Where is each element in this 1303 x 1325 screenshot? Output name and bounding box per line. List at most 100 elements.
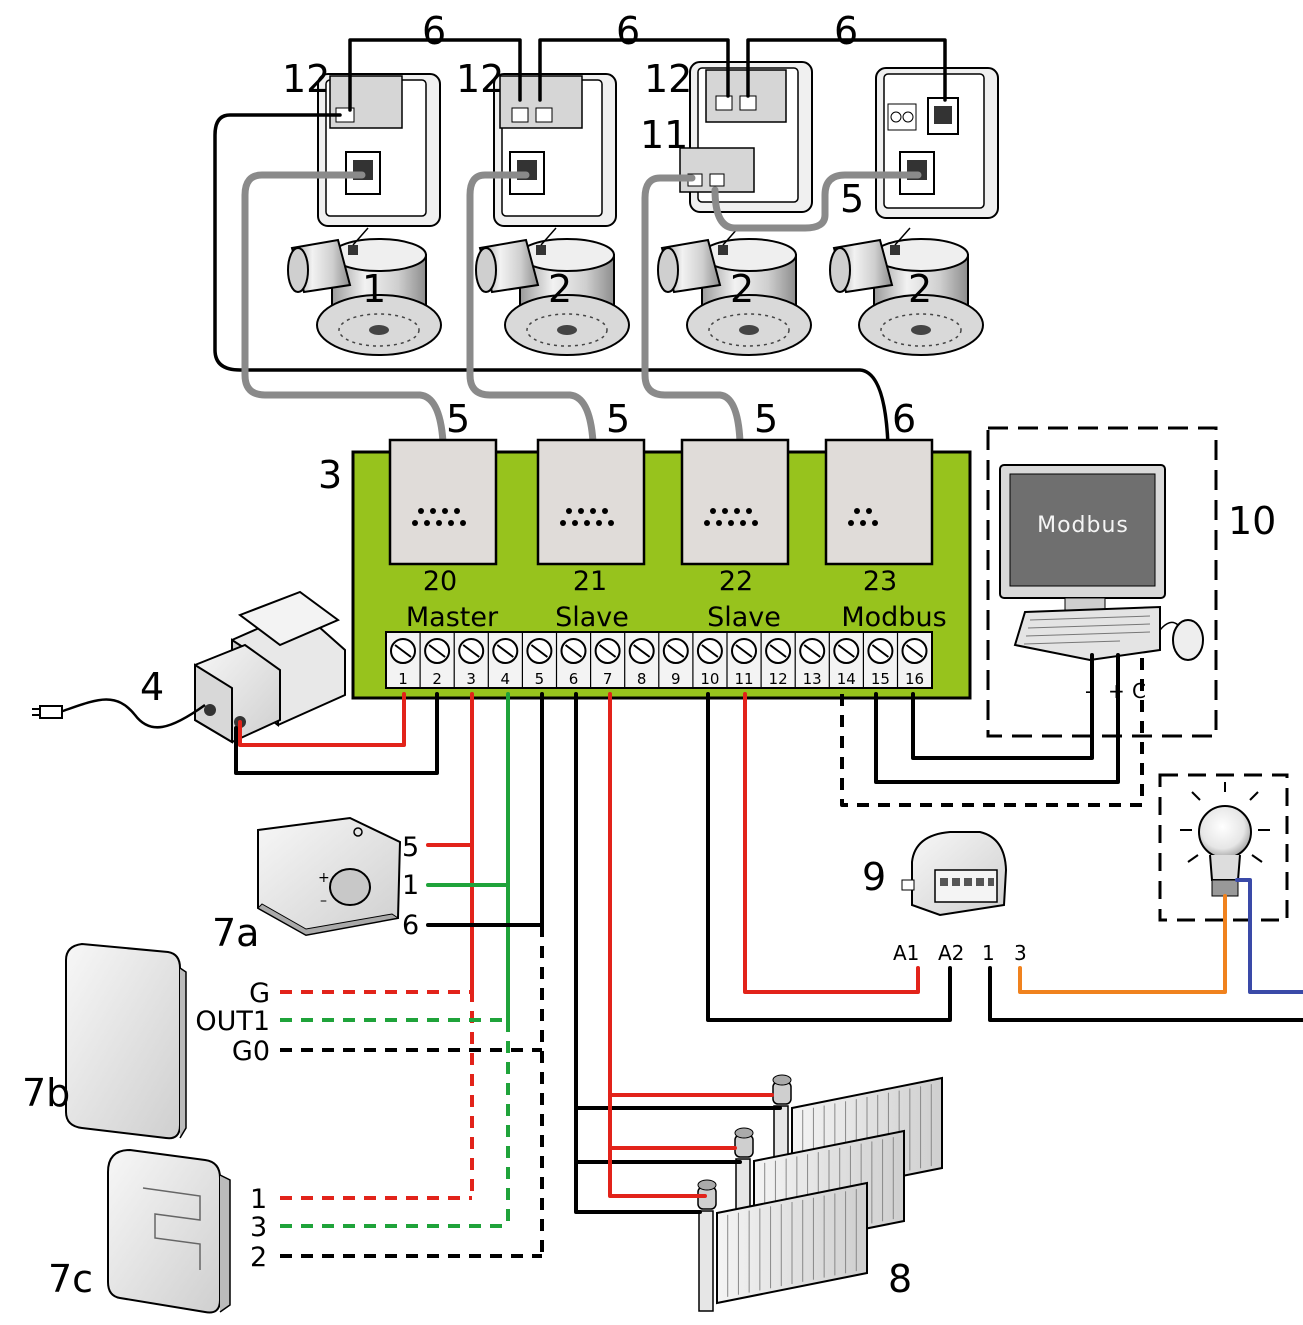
terminal-number: 6 [569, 670, 579, 688]
port-number-21: 21 [573, 566, 607, 597]
terminal-8: 8 [624, 632, 655, 688]
radiator [697, 1179, 868, 1312]
lamp [1158, 773, 1289, 922]
pin-label-7a-1: 1 [402, 870, 419, 901]
pin-label-7b-g0: G0 [232, 1036, 270, 1067]
sensor-7b [65, 942, 187, 1140]
callout-12: 12 [456, 57, 504, 101]
bus-cables [213, 38, 947, 447]
terminal-1: 1 [385, 632, 416, 688]
computer-minus-label: - [1085, 679, 1092, 703]
damper-actuator [657, 227, 812, 356]
port-label-slave: Slave [707, 602, 781, 633]
callout-5: 5 [754, 397, 778, 441]
callout-2: 2 [730, 267, 754, 311]
computer-plus-label: + [1108, 679, 1125, 703]
terminal-number: 4 [501, 670, 511, 688]
port-label-modbus: Modbus [841, 602, 946, 633]
terminal-4: 4 [487, 632, 519, 688]
callout-4: 4 [140, 665, 164, 709]
terminal-number: 5 [535, 670, 545, 688]
terminal-number: 7 [603, 670, 613, 688]
pin-label-7a-6: 6 [402, 910, 419, 941]
callout-2: 2 [548, 267, 572, 311]
port-labels: 20 Master 21 Slave 22 Slave 23 Modbus [406, 566, 947, 633]
callout-12: 12 [644, 57, 692, 101]
wall-unit-1 [317, 73, 441, 227]
callout-11: 11 [640, 113, 688, 157]
pin-label-7b-g: G [249, 978, 270, 1009]
callout-10: 10 [1228, 499, 1276, 543]
pin-label-relay-a2: A2 [938, 941, 964, 965]
computer-c-label: C [1132, 679, 1146, 703]
callout-5: 5 [606, 397, 630, 441]
actuator-group [287, 227, 984, 356]
terminal-5: 5 [521, 632, 553, 688]
callout-labels: 1 2 2 2 3 4 5 5 5 5 6 6 6 6 7a 7b 7c 8 9… [22, 9, 1276, 1301]
terminal-3: 3 [453, 632, 485, 688]
terminal-6: 6 [555, 632, 587, 688]
terminal-14: 14 [828, 632, 860, 688]
radiator-group [697, 1074, 943, 1312]
terminal-9: 9 [658, 632, 689, 688]
callout-5: 5 [446, 397, 470, 441]
sensor-7c [107, 1148, 231, 1314]
port-number-23: 23 [863, 566, 897, 597]
wall-unit-2 [493, 73, 617, 227]
port-block-23 [824, 438, 934, 566]
callout-8: 8 [888, 1257, 912, 1301]
port-blocks [388, 438, 934, 566]
terminal-number: 12 [769, 670, 788, 688]
damper-actuator [475, 227, 630, 356]
port-block-22 [680, 438, 790, 566]
pin-label-7c-1: 1 [250, 1184, 267, 1215]
transformer [32, 590, 346, 744]
computer-screen-text: Modbus [1037, 513, 1129, 538]
pin-label-7c-3: 3 [250, 1212, 267, 1243]
pin-labels: 5 1 6 G OUT1 G0 1 3 2 A1 A2 1 3 - + C [195, 679, 1146, 1273]
svg-text:–: – [320, 893, 327, 909]
terminal-number: 14 [837, 670, 856, 688]
pin-label-relay-1: 1 [982, 941, 995, 965]
terminal-13: 13 [794, 632, 826, 688]
terminal-number: 8 [637, 670, 647, 688]
callout-6: 6 [616, 9, 640, 53]
port-block-20 [388, 438, 498, 566]
callout-5: 5 [840, 177, 864, 221]
field-wiring [234, 653, 1303, 1258]
terminal-number: 9 [671, 670, 681, 688]
callout-6: 6 [834, 9, 858, 53]
port-label-master: Master [406, 602, 499, 633]
callout-2: 2 [908, 267, 932, 311]
pin-label-relay-3: 3 [1014, 941, 1027, 965]
port-label-slave: Slave [555, 602, 629, 633]
wall-unit-4 [875, 67, 999, 219]
terminal-number: 11 [734, 670, 753, 688]
terminal-10: 10 [692, 632, 723, 688]
port-block-21 [536, 438, 646, 566]
callout-7a: 7a [212, 911, 259, 955]
pin-label-7c-2: 2 [250, 1242, 267, 1273]
callout-1: 1 [362, 267, 386, 311]
terminal-number: 1 [398, 670, 408, 688]
pin-label-7b-out1: OUT1 [195, 1006, 270, 1037]
callout-7b: 7b [22, 1071, 70, 1115]
terminal-number: 10 [700, 670, 719, 688]
terminal-number: 16 [905, 670, 924, 688]
pin-label-relay-a1: A1 [893, 941, 919, 965]
terminal-2: 2 [419, 632, 451, 688]
terminal-12: 12 [760, 632, 792, 688]
svg-text:+: + [318, 870, 330, 886]
terminal-number: 2 [432, 670, 442, 688]
damper-actuator [829, 227, 984, 356]
terminal-number: 13 [803, 670, 822, 688]
room-thermostat-7a: + – [257, 816, 402, 937]
callout-7c: 7c [48, 1257, 93, 1301]
relay-9 [901, 831, 1008, 917]
callout-12: 12 [282, 57, 330, 101]
terminal-number: 3 [466, 670, 476, 688]
splitter-11 [679, 147, 755, 193]
callout-9: 9 [862, 855, 886, 899]
